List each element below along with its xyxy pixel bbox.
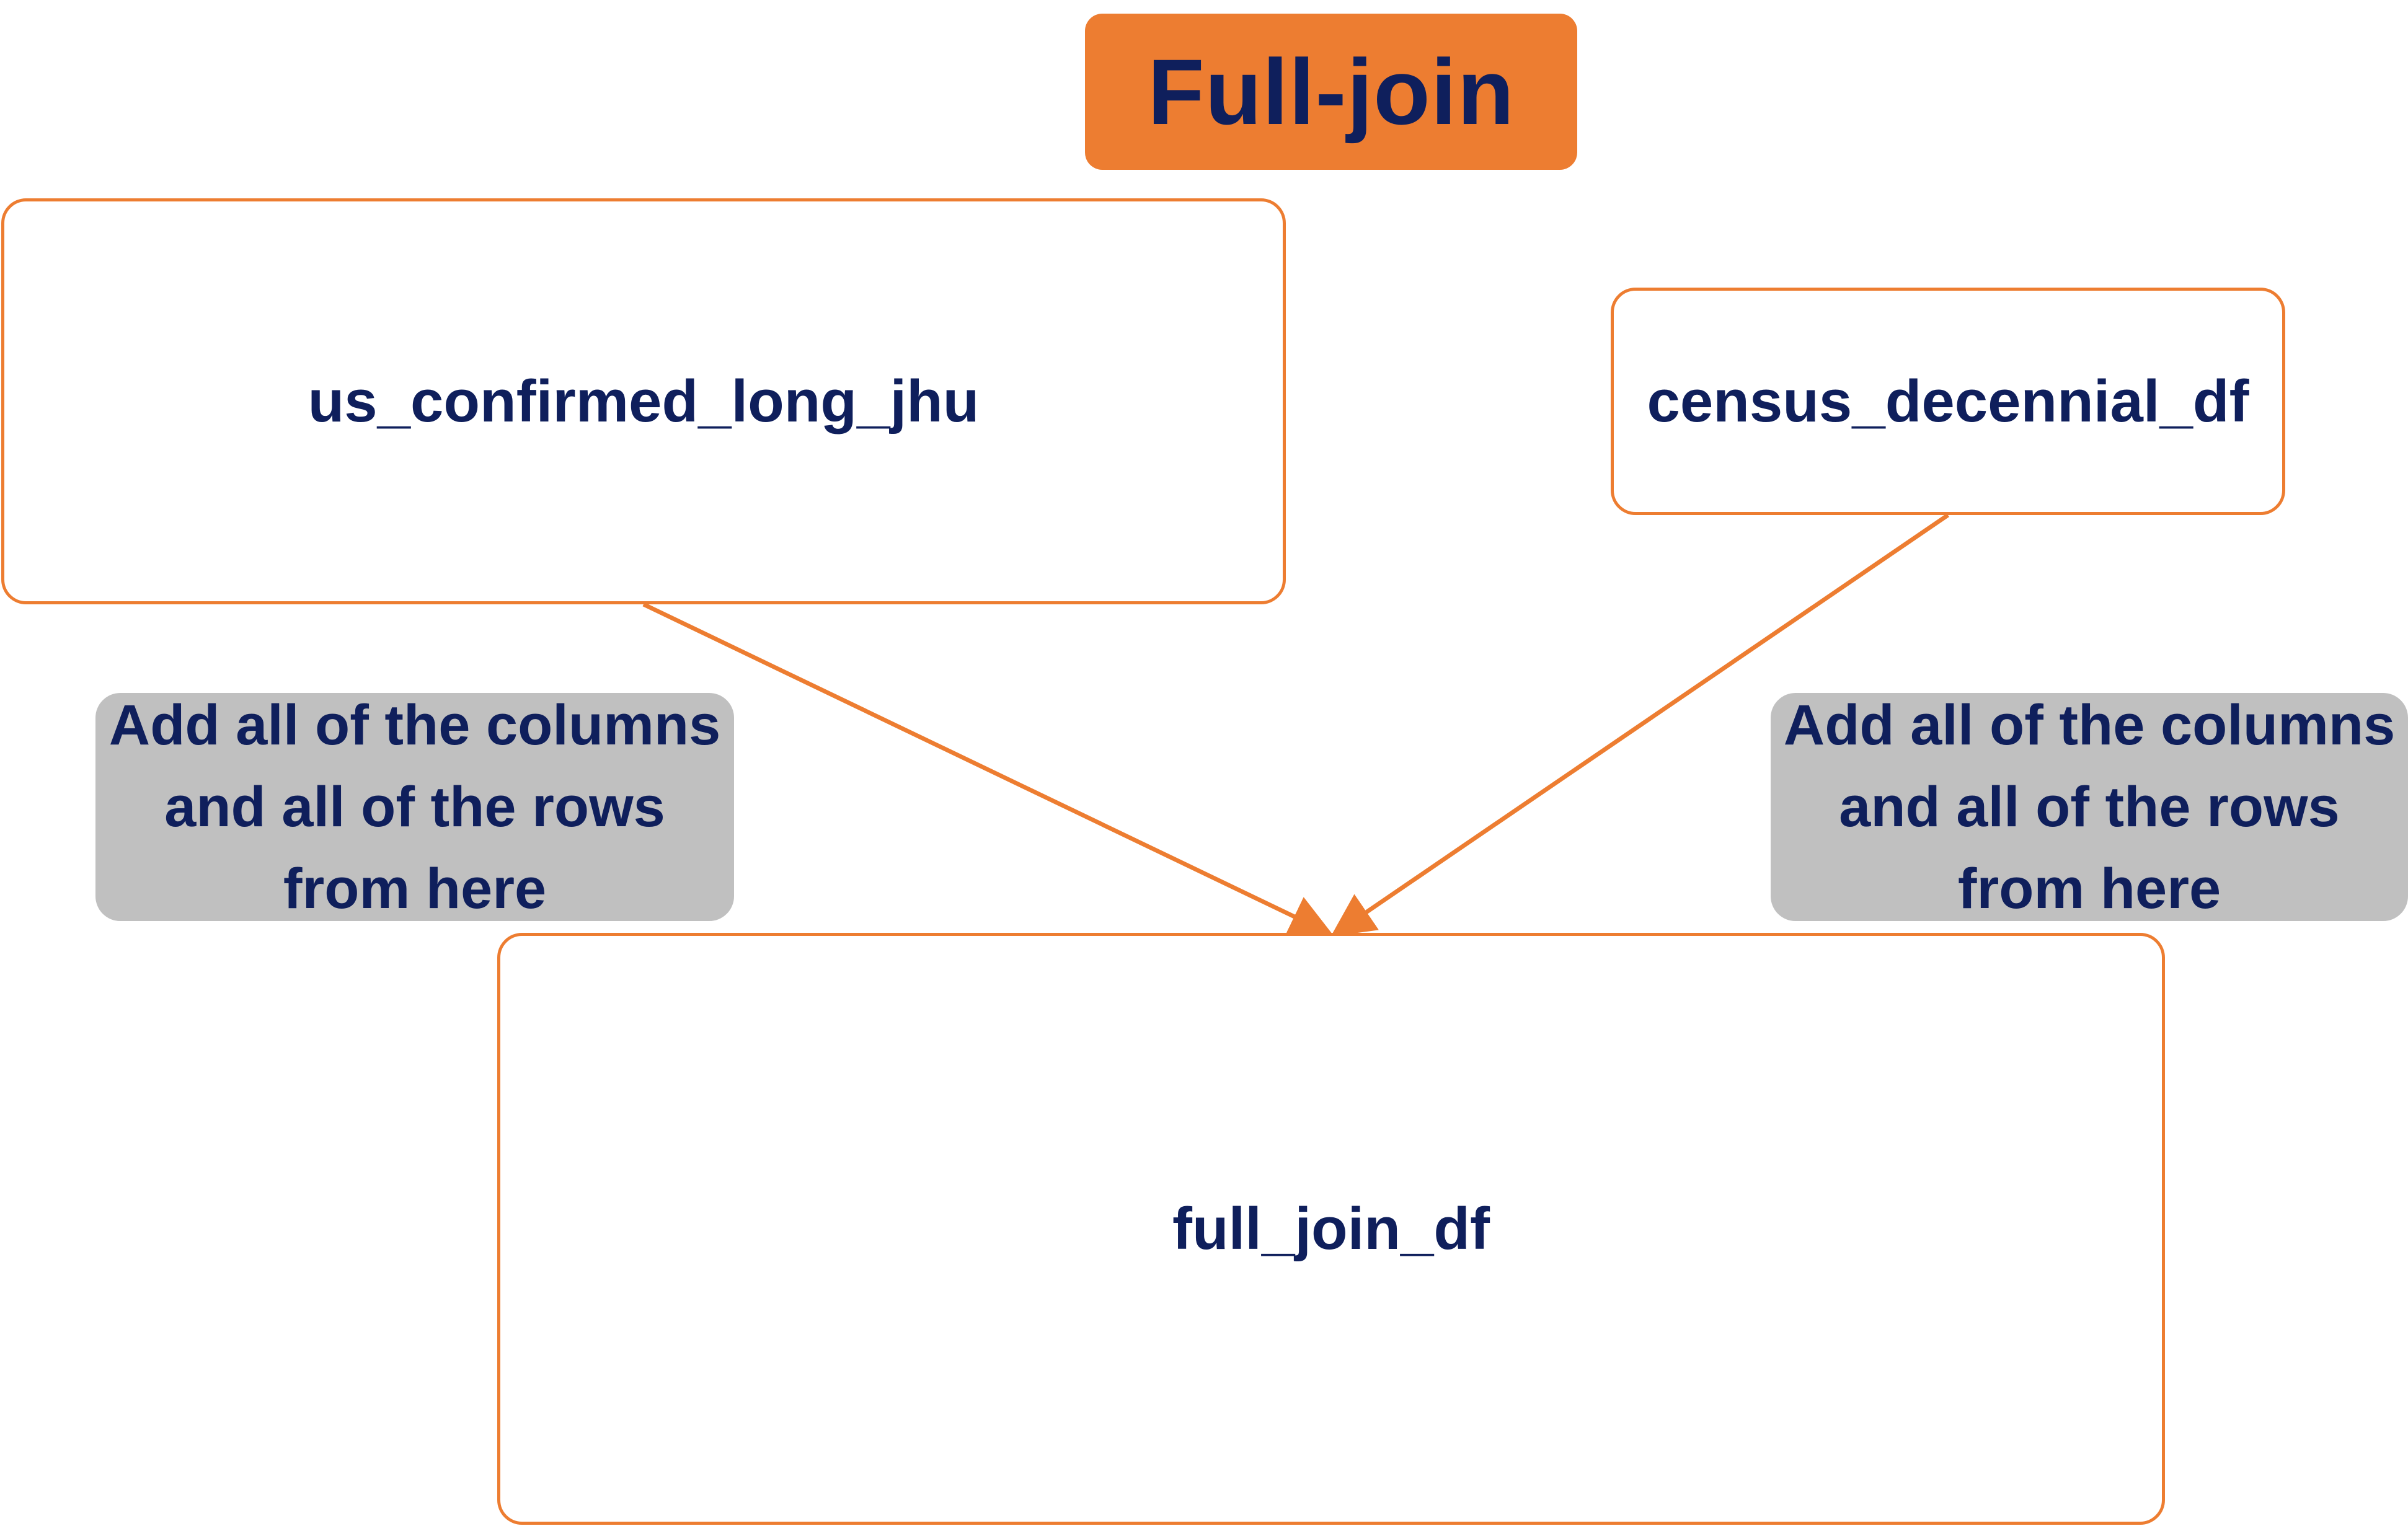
- node-census-decennial-df: census_decennial_df: [1611, 288, 2285, 515]
- note-left: Add all of the columns and all of the ro…: [95, 693, 734, 921]
- diagram-title: Full-join: [1147, 39, 1515, 144]
- node-us-confirmed-long-jhu: us_confirmed_long_jhu: [1, 198, 1286, 604]
- node-label-bottom: full_join_df: [1172, 1195, 1490, 1262]
- note-right: Add all of the columns and all of the ro…: [1771, 693, 2408, 921]
- title-box: Full-join: [1085, 14, 1577, 170]
- note-right-text: Add all of the columns and all of the ro…: [1783, 694, 2396, 920]
- note-left-text: Add all of the columns and all of the ro…: [108, 694, 721, 920]
- node-label-right: census_decennial_df: [1647, 368, 2249, 434]
- node-label-left: us_confirmed_long_jhu: [308, 368, 980, 434]
- node-full-join-df: full_join_df: [497, 933, 2165, 1525]
- arrow-left-to-bottom: [642, 602, 1334, 937]
